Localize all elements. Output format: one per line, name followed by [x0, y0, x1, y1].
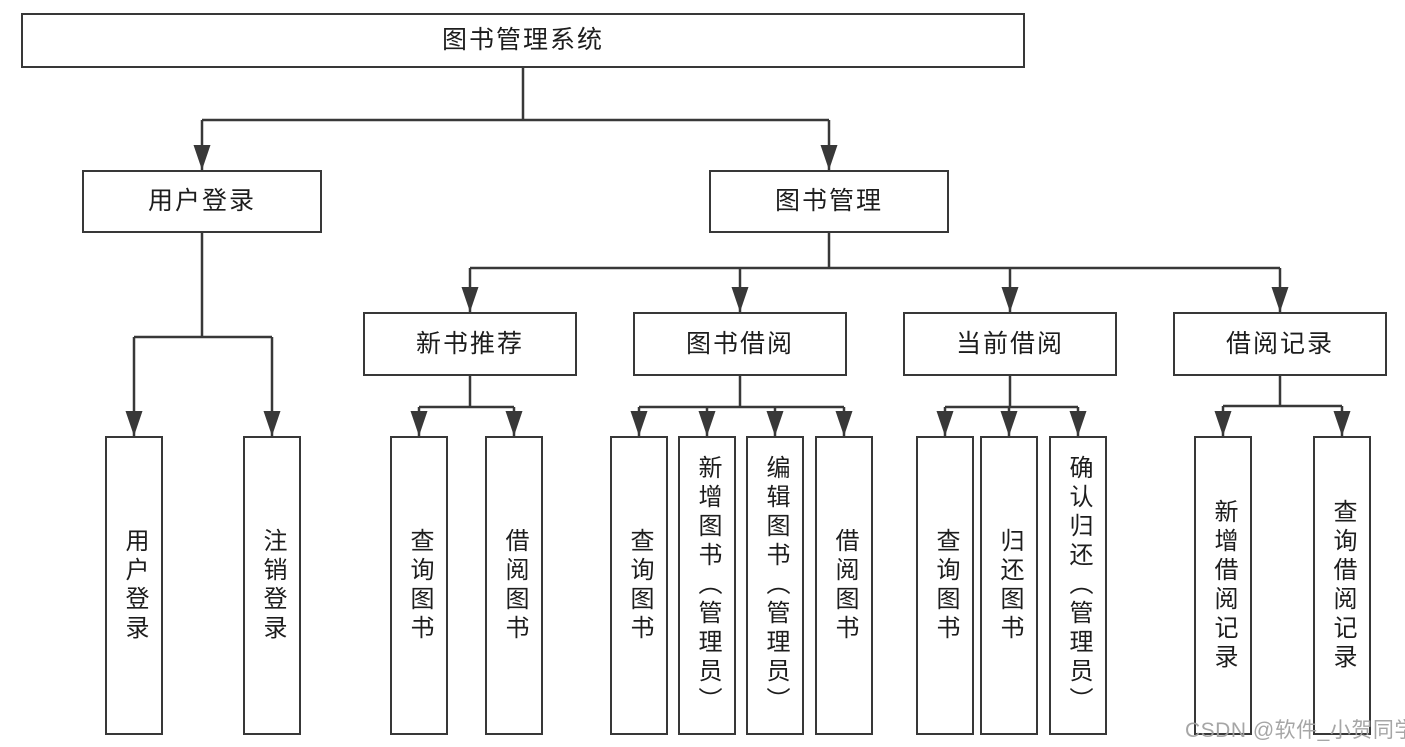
leaf-return-books: 归还图书 [980, 436, 1038, 735]
node-root-system: 图书管理系统 [21, 13, 1025, 68]
node-book-borrowing: 图书借阅 [633, 312, 847, 376]
connector-borrowing-records-trunk [1223, 376, 1342, 408]
leaf-query-borrow-record: 查询借阅记录 [1313, 436, 1371, 735]
connector-user-login-trunk [134, 233, 272, 339]
connector-book-management-trunk [470, 233, 1280, 270]
leaf-user-login: 用户登录 [105, 436, 163, 735]
leaf-add-books-admin: 新增图书（管理员） [678, 436, 736, 735]
leaf-add-borrow-record: 新增借阅记录 [1194, 436, 1252, 735]
connector-new-book-recommend-trunk [419, 376, 514, 409]
leaf-edit-books-admin: 编辑图书（管理员） [746, 436, 804, 735]
node-borrowing-records: 借阅记录 [1173, 312, 1387, 376]
leaf-query-books-2: 查询图书 [610, 436, 668, 735]
leaf-confirm-return-admin: 确认归还（管理员） [1049, 436, 1107, 735]
connector-current-borrowing-trunk [945, 376, 1078, 409]
node-new-book-recommend: 新书推荐 [363, 312, 577, 376]
leaf-logout: 注销登录 [243, 436, 301, 735]
connector-root-trunk [202, 68, 829, 122]
leaf-query-books-1: 查询图书 [390, 436, 448, 735]
node-book-management: 图书管理 [709, 170, 949, 233]
connector-book-borrowing-trunk [639, 376, 844, 409]
leaf-borrow-books-1: 借阅图书 [485, 436, 543, 735]
node-current-borrowing: 当前借阅 [903, 312, 1117, 376]
leaf-query-books-3: 查询图书 [916, 436, 974, 735]
node-user-login: 用户登录 [82, 170, 322, 233]
leaf-borrow-books-2: 借阅图书 [815, 436, 873, 735]
csdn-watermark: CSDN @软件_小贺同学 [1185, 719, 1405, 742]
